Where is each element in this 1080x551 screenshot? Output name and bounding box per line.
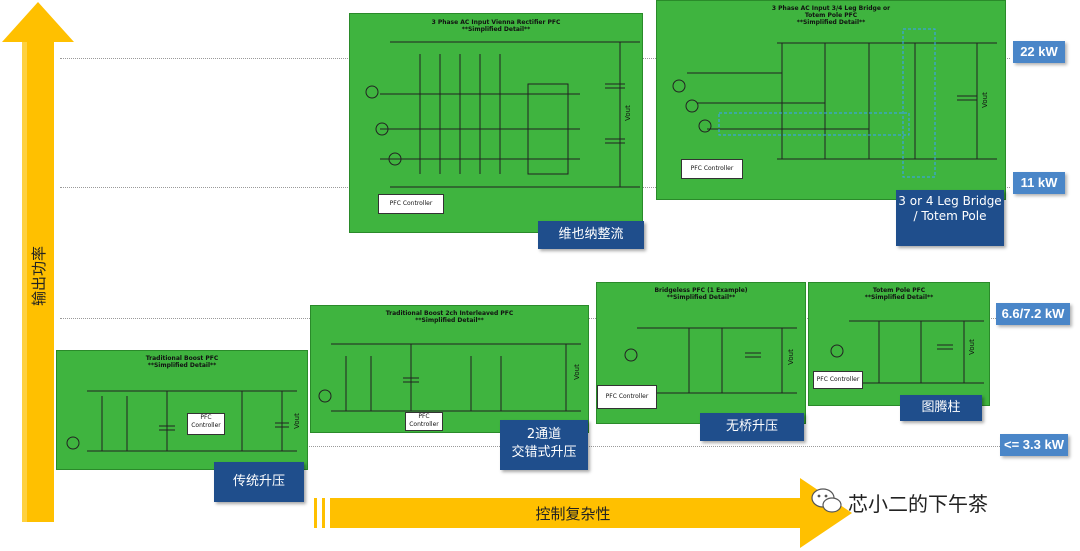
power-axis-arrow bbox=[2, 2, 74, 522]
totem3-badge: 3 or 4 Leg Bridge / Totem Pole bbox=[896, 190, 1004, 246]
vienna-controller: PFC Controller bbox=[378, 194, 444, 214]
bridgeless-controller: PFC Controller bbox=[597, 385, 657, 409]
power-badge-7kw: 6.6/7.2 kW bbox=[996, 303, 1070, 325]
interleaved-badge-line2: 交错式升压 bbox=[511, 445, 577, 460]
boost-subtitle: **Simplified Detail** bbox=[147, 362, 217, 369]
bridgeless-title: Bridgeless PFC (1 Example) bbox=[654, 287, 748, 294]
bridgeless-vout: Vout bbox=[786, 349, 795, 365]
boost-vout: Vout bbox=[292, 413, 301, 429]
vienna-schematic bbox=[365, 41, 640, 188]
totempole-badge: 图腾柱 bbox=[900, 395, 982, 421]
totem3-controller: PFC Controller bbox=[681, 159, 743, 179]
power-badge-11kw: 11 kW bbox=[1013, 172, 1065, 194]
totem3-title: 3 Phase AC Input 3/4 Leg Bridge or bbox=[771, 5, 891, 12]
complexity-axis-label: 控制复杂性 bbox=[535, 505, 611, 523]
vienna-badge: 维也纳整流 bbox=[538, 221, 644, 249]
complexity-axis-arrow bbox=[314, 478, 852, 548]
vienna-vout: Vout bbox=[623, 105, 632, 121]
vienna-subtitle: **Simplified Detail** bbox=[461, 26, 531, 33]
power-badge-3kw: <= 3.3 kW bbox=[1000, 434, 1068, 456]
interleaved-controller: PFC Controller bbox=[405, 412, 443, 431]
totem3-title2: Totem Pole PFC bbox=[804, 12, 858, 19]
boost-controller: PFC Controller bbox=[187, 413, 225, 435]
totem-pole-panel: Totem Pole PFC **Simplified Detail** Vou… bbox=[808, 282, 990, 406]
boost-schematic bbox=[66, 390, 297, 452]
interleaved-badge-line1: 2通道 bbox=[526, 427, 562, 442]
power-badge-22kw: 22 kW bbox=[1013, 41, 1065, 63]
bridgeless-panel: Bridgeless PFC (1 Example) **Simplified … bbox=[596, 282, 806, 424]
interleaved-vout: Vout bbox=[572, 364, 581, 380]
totempole-title: Totem Pole PFC bbox=[872, 287, 926, 294]
watermark-text: 芯小二的下午茶 bbox=[848, 492, 988, 516]
totempole-controller: PFC Controller bbox=[813, 371, 863, 389]
power-axis-label: 输出功率 bbox=[30, 246, 48, 307]
bridgeless-badge: 无桥升压 bbox=[700, 413, 804, 441]
totem3-vout: Vout bbox=[980, 92, 989, 108]
totempole-schematic bbox=[830, 320, 984, 384]
boost-title: Traditional Boost PFC bbox=[145, 355, 219, 362]
interleaved-schematic bbox=[318, 343, 581, 412]
traditional-boost-panel: Traditional Boost PFC **Simplified Detai… bbox=[56, 350, 308, 470]
totem3-schematic bbox=[672, 28, 997, 178]
totempole-subtitle: **Simplified Detail** bbox=[864, 294, 934, 301]
boost-badge: 传统升压 bbox=[214, 462, 304, 502]
bridgeless-subtitle: **Simplified Detail** bbox=[666, 294, 736, 301]
totem3-subtitle: **Simplified Detail** bbox=[796, 19, 866, 26]
interleaved-badge: 2通道 交错式升压 bbox=[500, 420, 588, 470]
vienna-title: 3 Phase AC Input Vienna Rectifier PFC bbox=[431, 19, 561, 26]
interleaved-boost-panel: Traditional Boost 2ch Interleaved PFC **… bbox=[310, 305, 589, 433]
interleaved-subtitle: **Simplified Detail** bbox=[415, 317, 484, 324]
totempole-vout: Vout bbox=[967, 339, 976, 355]
interleaved-title: Traditional Boost 2ch Interleaved PFC bbox=[385, 310, 514, 317]
bridgeless-schematic bbox=[624, 327, 797, 394]
vienna-rectifier-panel: 3 Phase AC Input Vienna Rectifier PFC **… bbox=[349, 13, 643, 233]
three-phase-totem-panel: 3 Phase AC Input 3/4 Leg Bridge or Totem… bbox=[656, 0, 1006, 200]
watermark: 芯小二的下午茶 bbox=[810, 484, 1070, 518]
wechat-icon bbox=[811, 488, 842, 513]
